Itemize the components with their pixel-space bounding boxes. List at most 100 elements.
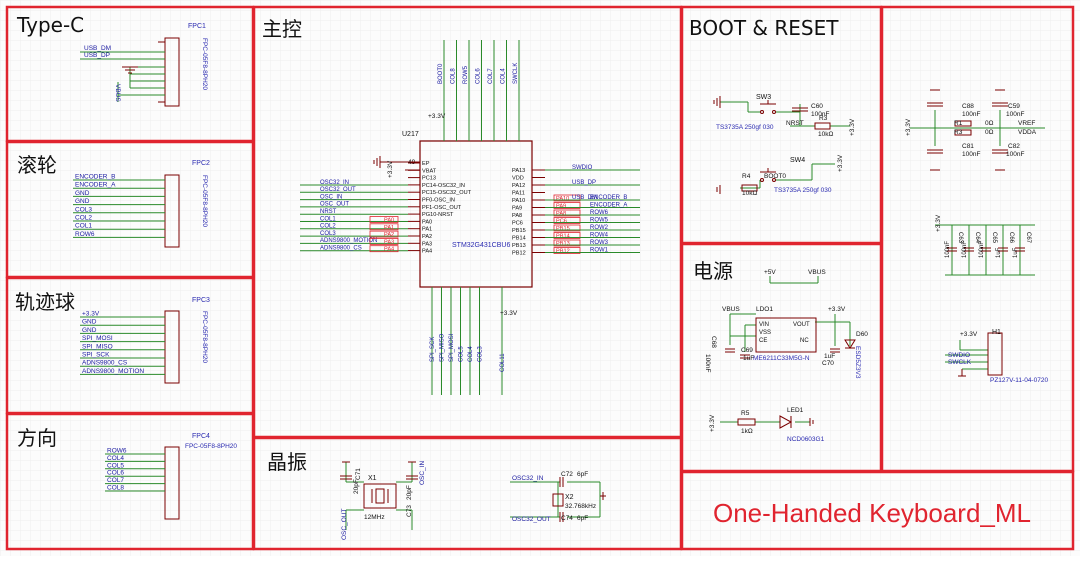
fpc3-net-label: ADNS9800_MOTION: [82, 368, 144, 375]
c70-ref: C70: [822, 360, 834, 367]
mcu-right-net: ROW3: [590, 240, 609, 246]
r5-ref: R5: [741, 410, 750, 417]
mcu-right-pin: PB13: [512, 243, 526, 249]
mcu-left-tag: PA0: [384, 218, 394, 224]
fpc2-net-label: GND: [75, 190, 90, 197]
x1-val: 12MHz: [364, 514, 385, 521]
mcu-right-pin: PB12: [512, 251, 526, 257]
mcu-left-tag-box: [369, 216, 399, 223]
fpc2-net-label: ROW6: [75, 231, 95, 238]
x2-ref: X2: [565, 494, 574, 501]
c81-ref: C81: [962, 143, 974, 150]
power-block: +5V VBUS VBUS LDO1 VIN VSS CE VOUT NC ME…: [704, 269, 868, 443]
ldo-pin-ce: CE: [759, 338, 767, 344]
ldo-ref: LDO1: [756, 306, 773, 313]
mcu-left-pin: PC13: [422, 176, 436, 182]
mcu-right-net: ROW1: [590, 247, 609, 253]
power-vcc: +3.3V: [828, 306, 846, 313]
mcu-right-pin: PA10: [512, 198, 525, 204]
c81-val: 100nF: [962, 151, 980, 158]
fpc2-net-label: COL2: [75, 215, 92, 222]
mcu-right-tag-box: [553, 217, 581, 224]
c82-val: 100nF: [1006, 151, 1024, 158]
section-title-mcu: 主控: [262, 17, 302, 41]
header-h1: H1 PZ127V-11-04-0720 +3.3V SWDIO SWCLK: [948, 329, 1048, 384]
decap-cap-ref: C65: [991, 232, 997, 244]
fpc2-ref: FPC2: [192, 160, 210, 167]
mcu-left-tag: PA3: [384, 239, 394, 245]
fpc4-net-label: COL6: [107, 470, 124, 477]
decap-vcc-2: +3.3V: [935, 214, 942, 232]
mcu-right-net: ROW4: [590, 232, 609, 238]
h1-vcc: +3.3V: [960, 331, 978, 338]
mcu-left-pin: PC15-OSC32_OUT: [422, 190, 472, 196]
mcu-part: STM32G431CBU6: [452, 242, 510, 249]
mcu-top-net: BOOT0: [438, 63, 444, 84]
c72-val: 6pF: [577, 471, 588, 478]
fpc3-net-label: SPI_MOSI: [82, 335, 113, 342]
c69-ref: C69: [741, 347, 753, 354]
decap-vcc-1: +3.3V: [905, 118, 912, 136]
fpc3-net-label: SPI_SCK: [82, 352, 110, 359]
mcu-right-pin: PC6: [512, 221, 523, 227]
r3-boot-ref: R3: [819, 115, 828, 122]
mcu-top-net: COL8: [451, 68, 457, 84]
mcu-right-net: ENCODER_A: [590, 202, 627, 208]
c60-val: 100nF: [811, 111, 829, 118]
fpc2-net-label: ENCODER_A: [75, 182, 116, 189]
c68-val: 100nF: [704, 354, 711, 372]
mcu-left-pin: PA4: [422, 249, 432, 255]
mcu-left-pin: PA1: [422, 227, 432, 233]
mcu-right-pin: PA9: [512, 206, 522, 212]
vref-label: VREF: [1018, 120, 1035, 127]
fpc2-net-label: ENCODER_B: [75, 174, 115, 181]
c73-val: 20pF: [406, 485, 413, 500]
mcu-right-tag: PC6: [556, 219, 567, 225]
mcu-vcc-left: +3.3V: [387, 160, 394, 178]
fpc3-net-label: GND: [82, 327, 97, 334]
mcu-right-net: SWDIO: [572, 165, 593, 171]
mcu-left-pin: PA3: [422, 241, 432, 247]
c72-ref: C72: [561, 471, 573, 478]
mcu-left-tag: PA1: [384, 225, 394, 231]
mcu-right-net: ROW2: [590, 225, 609, 231]
mcu-bottom-net: COL4: [468, 346, 474, 362]
decap-cap-ref: C66: [1008, 232, 1014, 244]
mcu-right-net: ROW5: [590, 217, 609, 223]
fpc3-part: FPC-05F8-8PH20: [201, 311, 208, 363]
section-title-typec: Type-C: [17, 13, 85, 37]
decap-cap-val: 100nF: [979, 241, 985, 258]
mcu-right-pin: PA12: [512, 183, 525, 189]
mcu-right-tag: PB14: [556, 234, 570, 240]
c70-val: 1uF: [824, 353, 835, 360]
section-title-power: 电源: [693, 259, 733, 283]
c88-val: 100nF: [962, 111, 980, 118]
mcu-right-pin: PB14: [512, 236, 526, 242]
frame-brand: [680, 470, 1075, 551]
c74-ref: C74: [561, 515, 573, 522]
c69-val: 1uF: [743, 355, 754, 362]
section-title-xtal: 晶振: [267, 450, 307, 474]
crystal-block: X1 12MHz C71 20pF C73 20pF OSC_IN OSC_OU…: [340, 460, 606, 540]
brand-title: One-Handed Keyboard_ML: [713, 498, 1031, 528]
fpc3-ref: FPC3: [192, 297, 210, 304]
h1-net-swclk: SWCLK: [948, 359, 972, 366]
c82-ref: C82: [1008, 143, 1020, 150]
fpc1-net-usb-dp: USB_DP: [84, 52, 110, 59]
decap-cap-ref: C64: [974, 232, 980, 244]
osc-out-label: OSC_OUT: [341, 509, 348, 540]
mcu-left-tag-box: [369, 230, 399, 238]
mcu-top-net: SWCLK: [513, 63, 519, 84]
mcu-left-net: OSC32_OUT: [320, 187, 356, 193]
section-title-ball: 轨迹球: [15, 290, 75, 314]
fpc1-net-vbus: VBUS: [114, 84, 121, 102]
ldo-pin-vout: VOUT: [793, 322, 810, 328]
fpc1-connector: FPC1 FPC-05F8-8PH20 USB_DM USB_DP VBUS: [80, 23, 208, 107]
fpc3-net-label: ADNS9800_CS: [82, 360, 128, 367]
section-title-wheel: 滚轮: [17, 153, 57, 177]
sw4-part: TS3735A 250gf 030: [774, 187, 832, 194]
mcu-right-tag: PA9: [556, 204, 566, 210]
